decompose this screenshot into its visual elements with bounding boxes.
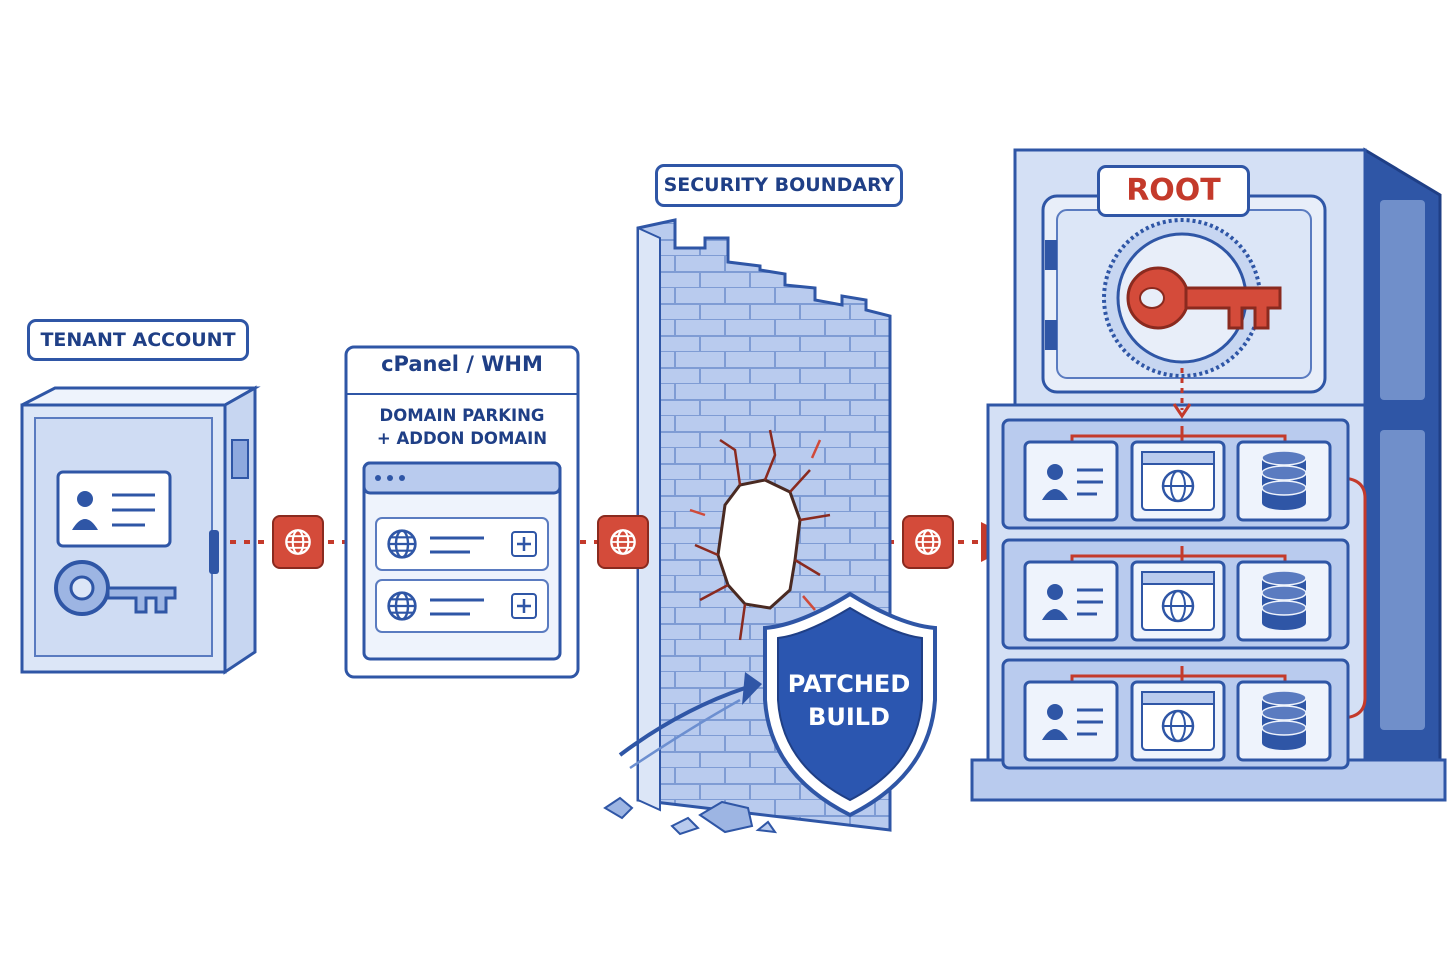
wall-breach-hole: [689, 429, 831, 641]
tenant-locker: [20, 385, 261, 675]
tenant-id-card-icon: [56, 470, 172, 548]
browser-globe-icon: [1130, 440, 1226, 522]
domain-row-1: [375, 517, 549, 571]
shield-label-line1: PATCHED: [787, 670, 911, 698]
patched-build-shield: [763, 591, 937, 818]
cpanel-subtitle-line1: DOMAIN PARKING: [379, 406, 545, 425]
server-shelf: [1001, 418, 1350, 530]
browser-globe-icon: [1130, 560, 1226, 642]
root-key-icon: [1126, 266, 1282, 330]
server-vents: [1380, 200, 1425, 730]
server-shelf: [1001, 658, 1350, 770]
domain-row-2: [375, 579, 549, 633]
globe-node-2: [597, 515, 649, 569]
cpanel-title: cPanel / WHM: [381, 352, 543, 376]
database-icon: [1236, 560, 1332, 642]
security-boundary-label: SECURITY BOUNDARY: [655, 164, 903, 207]
root-label: ROOT: [1097, 165, 1250, 217]
globe-node-3: [902, 515, 954, 569]
browser-globe-icon: [1130, 680, 1226, 762]
shield-label: PATCHED BUILD: [784, 668, 914, 734]
cpanel-subtitle: DOMAIN PARKING + ADDON DOMAIN: [346, 404, 578, 450]
tenant-key-icon: [54, 560, 177, 616]
cpanel-window: [344, 345, 580, 679]
user-card-icon: [1023, 680, 1119, 762]
server-shelves: [1001, 418, 1350, 770]
globe-node-1: [272, 515, 324, 569]
database-icon: [1236, 680, 1332, 762]
shield-label-line2: BUILD: [808, 703, 890, 731]
cpanel-subtitle-line2: + ADDON DOMAIN: [376, 429, 548, 448]
motion-arrow-icon: [618, 672, 762, 770]
root-server: [970, 147, 1447, 802]
rubble: [603, 796, 778, 836]
server-shelf: [1001, 538, 1350, 650]
user-card-icon: [1023, 440, 1119, 522]
user-card-icon: [1023, 560, 1119, 642]
database-icon: [1236, 440, 1332, 522]
tenant-account-label: TENANT ACCOUNT: [27, 319, 249, 361]
